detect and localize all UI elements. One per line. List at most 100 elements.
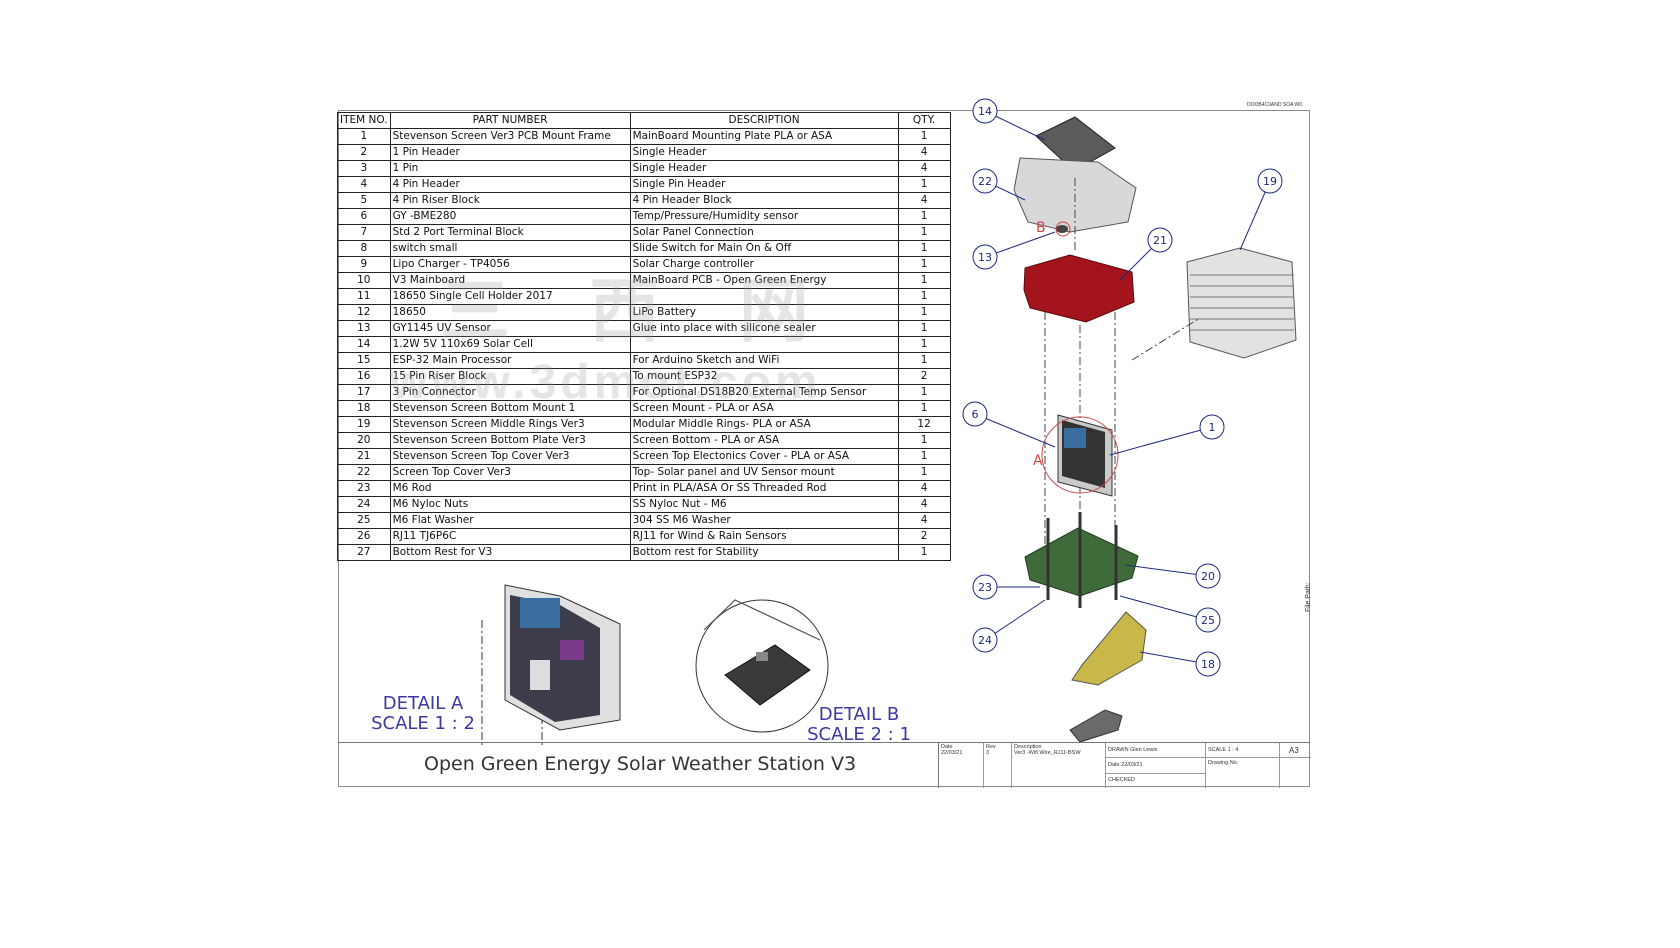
bom-description: For Arduino Sketch and WiFi	[629, 352, 899, 369]
tb-date-label: Date	[941, 744, 953, 750]
bom-description: To mount ESP32	[629, 368, 899, 385]
detail-b-label: DETAIL B SCALE 2 : 1	[804, 705, 914, 745]
tb-checked: CHECKED	[1108, 777, 1135, 783]
bom-item-no: 22	[337, 464, 391, 481]
bom-part-number: 18650 Single Cell Holder 2017	[389, 288, 631, 305]
balloon-number: 22	[978, 175, 992, 188]
tb-drawn: DRAWN Glen Lewis	[1108, 747, 1158, 753]
bom-description: Temp/Pressure/Humidity sensor	[629, 208, 899, 225]
tb-date-value: 22/03/21	[941, 750, 963, 756]
balloon-number: 21	[1153, 234, 1167, 247]
middle-rings-stack	[1186, 247, 1297, 359]
bom-qty: 1	[897, 544, 951, 561]
bom-qty: 4	[897, 160, 951, 177]
balloon-number: 6	[972, 408, 979, 421]
uv-sensor-part	[1056, 225, 1068, 233]
tb-rev-label: Rev	[986, 744, 996, 750]
tb-date2: Date 22/03/21	[1108, 762, 1143, 768]
balloon-circle	[972, 168, 998, 194]
bom-item-no: 21	[337, 448, 391, 465]
balloon-circle	[1147, 227, 1173, 253]
balloon-circle	[972, 244, 998, 270]
bom-item-no: 27	[337, 544, 391, 561]
title-block-grid: Date 22/03/21 Rev 3 Description Ver3 -Wi…	[938, 743, 1311, 788]
balloon-leader	[1239, 180, 1271, 251]
tb-rev-value: 3	[986, 750, 990, 756]
bom-col-part-number: PART NUMBER	[389, 112, 631, 129]
tb-description-label: Description	[1014, 744, 1042, 750]
balloon-leader	[1109, 426, 1213, 456]
bom-col-item-no: ITEM NO.	[337, 112, 391, 129]
detail-b-title: DETAIL B	[818, 704, 900, 725]
bom-description: RJ11 for Wind & Rain Sensors	[629, 528, 899, 545]
balloon-circle	[972, 98, 998, 124]
balloon-number: 13	[978, 251, 992, 264]
balloon-circle	[1199, 414, 1225, 440]
bom-description: Solar Panel Connection	[629, 224, 899, 241]
bom-part-number: GY1145 UV Sensor	[389, 320, 631, 337]
bom-description: 4 Pin Header Block	[629, 192, 899, 209]
detail-b-view	[695, 599, 829, 733]
bom-part-number: 15 Pin Riser Block	[389, 368, 631, 385]
mainboard-assembly	[1041, 414, 1119, 497]
bom-description: Bottom rest for Stability	[629, 544, 899, 561]
bom-item-no: 15	[337, 352, 391, 369]
bom-description: For Optional DS18B20 External Temp Senso…	[629, 384, 899, 401]
bom-item-no: 24	[337, 496, 391, 513]
balloon-number: 19	[1263, 175, 1277, 188]
bom-description: Screen Mount - PLA or ASA	[629, 400, 899, 417]
bom-item-no: 18	[337, 400, 391, 417]
detail-a-view	[481, 584, 621, 745]
balloon-circle	[1257, 168, 1283, 194]
balloon-circle	[1195, 651, 1221, 677]
balloon-number: 23	[978, 581, 992, 594]
tb-scale: SCALE 1 : 4	[1208, 747, 1239, 753]
bom-part-number: 1 Pin Header	[389, 144, 631, 161]
detail-b-marker: B	[1036, 220, 1046, 236]
balloon-number: 24	[978, 634, 992, 647]
bom-description: Solar Charge controller	[629, 256, 899, 273]
detail-a-scale: SCALE 1 : 2	[371, 713, 475, 734]
detail-b-scale: SCALE 2 : 1	[807, 724, 911, 745]
bom-part-number: Bottom Rest for V3	[389, 544, 631, 561]
balloon-leader	[1119, 595, 1209, 621]
balloon-number: 1	[1209, 421, 1216, 434]
bom-description: MainBoard Mounting Plate PLA or ASA	[629, 128, 899, 145]
tb-description-value: Ver3 -Wifi Wire_RJ11-BSW	[1014, 750, 1081, 756]
tb-size: A3	[1289, 746, 1299, 755]
bom-item-no: 20	[337, 432, 391, 449]
balloon-circle	[972, 627, 998, 653]
rod-centerlines	[1044, 175, 1201, 560]
bom-part-number: 4 Pin Riser Block	[389, 192, 631, 209]
file-path-label: File Path:	[1305, 582, 1312, 612]
watermark-text: 三 西 网	[440, 272, 839, 350]
electronics-top-cover-part	[1023, 254, 1135, 323]
balloon-circle	[1195, 563, 1221, 589]
balloon-leader	[974, 413, 1056, 448]
detail-a-title: DETAIL A	[382, 693, 464, 714]
bom-description: MainBoard PCB - Open Green Energy	[629, 272, 899, 289]
balloon-leader	[1124, 564, 1209, 577]
detail-b-circle	[1055, 221, 1071, 237]
detail-a-marker: A	[1033, 453, 1043, 469]
sheet-id: DOOB4C0AND SOA W0	[1247, 102, 1303, 108]
drawing-title: Open Green Energy Solar Weather Station …	[424, 753, 857, 775]
bom-part-number: 18650	[389, 304, 631, 321]
balloon-circle	[962, 401, 988, 427]
